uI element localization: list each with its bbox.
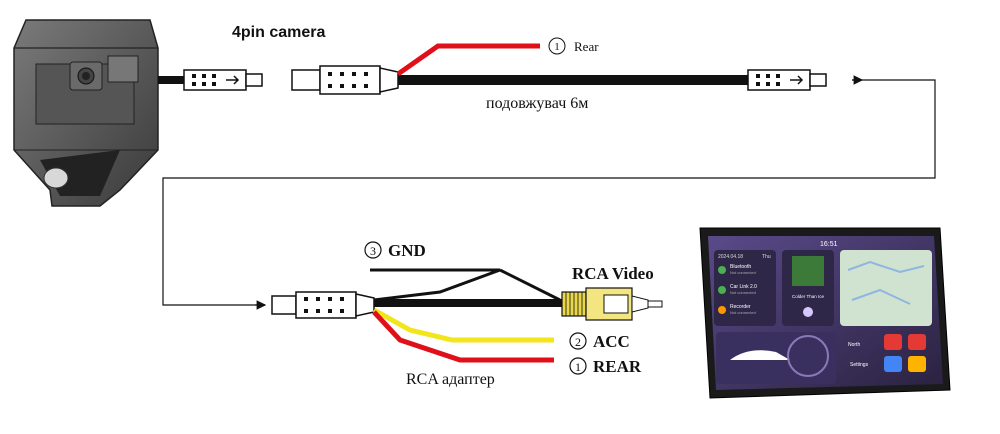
map-card [840,250,932,326]
head-unit-day: Thu [762,254,771,260]
compass-dial [787,335,829,377]
extension-label: подовжувач 6м [486,95,588,112]
menu-item-sub-2: Not connected [730,310,756,315]
car-image [730,350,790,360]
extension-cable [291,43,827,95]
menu-item-title-2: Recorder [730,304,751,310]
head-unit-time: 16:51 [820,241,838,248]
acc-number-circle [569,332,587,350]
settings-label: Settings [850,362,869,368]
rear-number-2: 1 [575,360,581,374]
gnd-number-circle [364,241,382,259]
rear-wire-label: Rear [574,39,599,54]
head-unit-date: 2024.04.18 [718,254,743,260]
rear-number: 1 [554,41,560,53]
app-icon-play [908,356,926,372]
head-unit-menu-panel [714,250,776,326]
menu-item-sub-1: Not connected [730,290,756,295]
camera-type-label: 4pin camera [232,24,325,41]
app-icon-youtube [884,334,902,350]
menu-item-sub-0: Not connected [730,270,756,275]
bluetooth-icon [718,266,726,274]
camera [13,19,159,207]
gnd-label: GND [388,241,426,260]
routing-line [162,79,936,306]
app-icon-google [884,356,902,372]
rear-number-circle-2 [569,357,587,375]
rear-bottom-label: REAR [593,357,642,376]
app-icon-music [908,334,926,350]
head-unit: 16:51 2024.04.18 Thu Bluetooth Not conne… [699,227,951,399]
song-title: Colder Than Ice [792,294,824,299]
play-icon [803,307,813,317]
gnd-number: 3 [370,244,376,258]
rca-video-label: RCA Video [572,264,654,283]
acc-label: ACC [593,332,630,351]
car-link-icon [718,286,726,294]
album-art [792,256,824,286]
acc-number: 2 [575,335,581,349]
menu-item-title-0: Bluetooth [730,264,751,270]
compass-label: North [848,342,860,348]
menu-item-title-1: Car Link 2.0 [730,284,757,290]
recorder-icon [718,306,726,314]
rca-adapter [271,268,663,363]
rear-number-circle [548,37,566,55]
rca-adapter-label: RCA адаптер [406,371,495,388]
camera-pigtail [158,69,263,91]
